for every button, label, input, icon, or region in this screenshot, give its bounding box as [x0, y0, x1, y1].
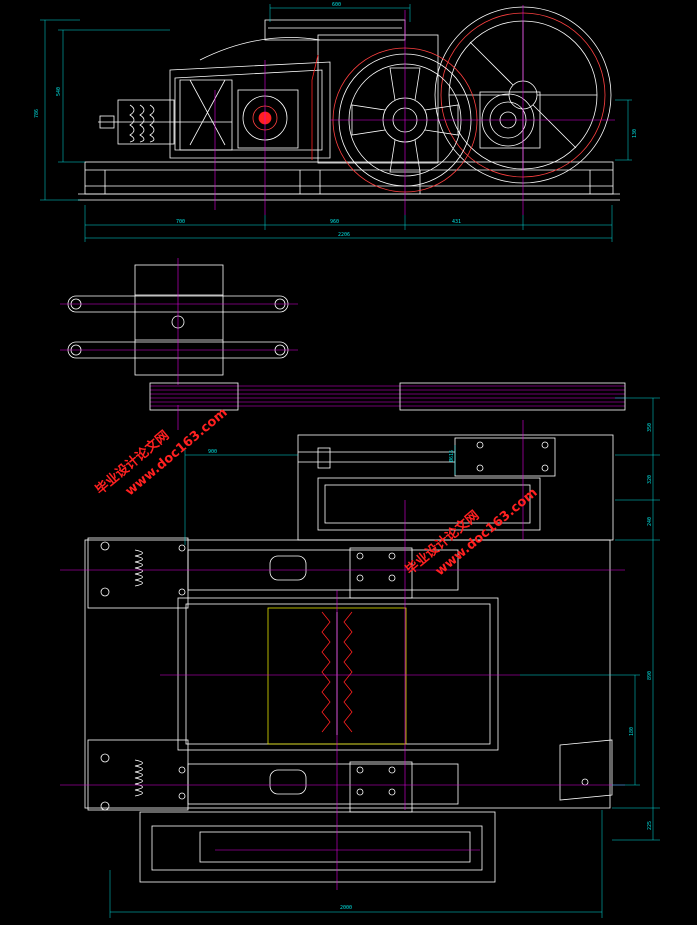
main-frame: [84, 539, 611, 809]
dim-right-1: 350: [647, 423, 653, 432]
dim-right-2: 320: [647, 475, 653, 484]
dim-left-height-outer: 786: [34, 109, 40, 118]
right-support: [559, 739, 613, 801]
roll-housing: [169, 61, 331, 159]
dim-bottom-total: 2206: [338, 232, 350, 238]
side-block: [134, 264, 224, 376]
plan-dimensions: [109, 397, 660, 918]
roll-teeth-left: [321, 611, 331, 733]
drive-frame: [297, 434, 614, 541]
watermark-right: 毕业设计论文网 www.doc163.com: [402, 485, 540, 579]
pulleys-plan: [149, 382, 626, 411]
plan-center-lines: [60, 405, 625, 890]
reducer-plan: [317, 477, 541, 531]
base-frame: [84, 161, 614, 195]
elevation-view: [78, 6, 620, 201]
lower-spring-box: [87, 739, 189, 811]
dim-bottom-right: 431: [452, 219, 461, 225]
dim-plan-width: 900: [208, 449, 217, 455]
spring-assembly: [98, 99, 232, 145]
bearing-block-top: [454, 437, 556, 477]
bottom-pulley-guard: [139, 811, 496, 883]
dim-right-height: 130: [632, 129, 638, 138]
dim-left-height-inner: 540: [56, 87, 62, 96]
dim-roll-dia: Ø615: [448, 450, 455, 462]
v-belt: [150, 385, 625, 407]
dim-right-5: 225: [647, 821, 653, 830]
roll-teeth-right: [343, 611, 353, 733]
dim-top-width: 600: [332, 2, 341, 8]
hopper: [264, 19, 406, 41]
elevation-dimensions: [40, 4, 632, 242]
reducer-block: [317, 34, 439, 164]
dim-inner-h: 180: [629, 727, 635, 736]
dim-bottom-left: 700: [176, 219, 185, 225]
dim-base-width: 2000: [340, 905, 352, 911]
dim-bottom-mid: 960: [330, 219, 339, 225]
elevation-center-lines: [214, 5, 615, 215]
side-center-lines: [60, 258, 298, 385]
crushing-chamber: [177, 597, 499, 751]
dim-right-4: 890: [647, 671, 653, 680]
lower-tie-rod: [187, 763, 459, 805]
dim-right-3: 240: [647, 517, 653, 526]
plan-view: [84, 434, 614, 883]
roll-bearing: [237, 89, 299, 149]
